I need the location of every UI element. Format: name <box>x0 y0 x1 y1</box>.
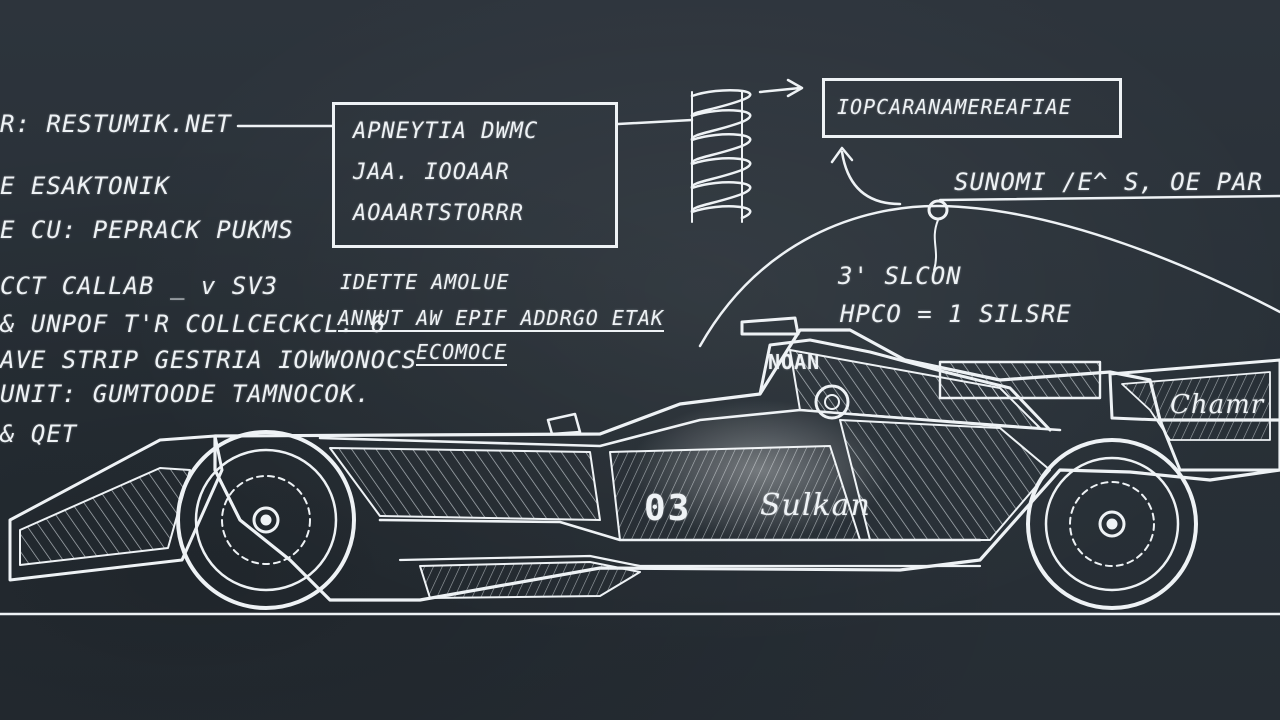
center-note-1: IDETTE AMOLUE <box>340 270 510 294</box>
rear-wheel <box>1026 438 1198 610</box>
formula-mid-1: 3' SLCON <box>838 262 962 290</box>
curved-arrow-up <box>840 150 902 206</box>
note-left-8: & QET <box>0 420 78 448</box>
chalk-smudge <box>630 400 890 540</box>
center-note-3: ECOMOCE <box>416 340 508 366</box>
curved-arrow-head <box>830 146 854 164</box>
note-left-1: R: RESTUMIK.NET <box>0 110 232 138</box>
car-number: 03 <box>644 488 692 529</box>
note-left-4: CCT CALLAB _ v SV3 <box>0 272 279 300</box>
formula-mid-2: HPCO = 1 SILSRE <box>840 300 1072 328</box>
note-left-6: AVE STRIP GESTRIA IOWWONOCS <box>0 346 418 374</box>
spec-box-line-1: APNEYTIA DWMC <box>353 119 539 144</box>
formula-underline <box>938 194 1280 202</box>
front-wing <box>8 434 224 582</box>
top-right-box-text: IOPCARANAMEREAFIAE <box>837 95 1072 119</box>
roll-hoop <box>740 316 800 336</box>
arrow-head-right <box>786 78 804 98</box>
front-wheel <box>176 430 356 610</box>
leader-line-spring <box>616 118 694 126</box>
rear-wing-script: Chamr <box>1170 390 1265 420</box>
node-drop <box>933 219 939 271</box>
arrow-line-right <box>758 86 802 94</box>
spring-coil-drawing <box>690 89 752 223</box>
top-right-box: IOPCARANAMEREAFIAE <box>822 78 1122 138</box>
aero-arc <box>698 204 1280 348</box>
spec-box-line-2: JAA. IOOAAR <box>353 160 510 185</box>
note-left-7: UNIT: GUMTOODE TAMNOCOK. <box>0 380 371 408</box>
spec-box-line-3: AOAARTSTORRR <box>353 201 524 226</box>
note-left-5: & UNPOF T'R COLLCECKCL. 6 <box>0 310 387 338</box>
spec-box: APNEYTIA DWMC JAA. IOOAAR AOAARTSTORRR <box>332 102 618 248</box>
sidepod-script: Sulkan <box>760 488 871 523</box>
arc-node <box>927 199 949 221</box>
cockpit-label: NOAN <box>768 350 821 374</box>
center-note-2: ANNUT AW EPIF ADDRGO ETAK <box>338 306 665 332</box>
note-left-3: E CU: PEPRACK PUKMS <box>0 216 294 244</box>
rear-wing <box>1108 358 1280 472</box>
note-left-2: E ESAKTONIK <box>0 172 170 200</box>
formula-top: SUNOMI /E^ S, OE PAR <box>954 168 1263 196</box>
chassis-outline <box>213 328 1280 602</box>
